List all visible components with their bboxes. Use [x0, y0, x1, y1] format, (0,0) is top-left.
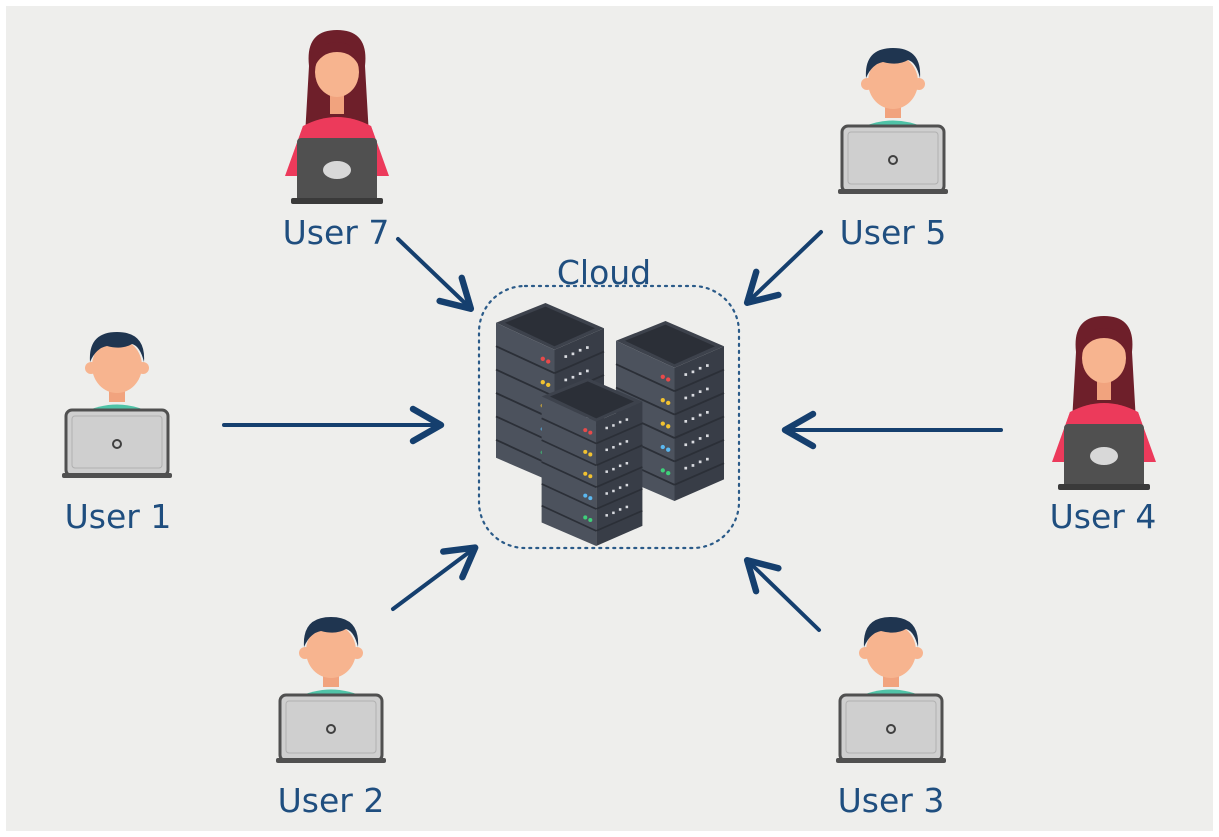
woman-at-laptop-icon	[1052, 316, 1156, 490]
cloud-boundary	[477, 284, 741, 550]
user-3-label: User 3	[837, 781, 945, 820]
server-rack-icon	[495, 303, 725, 546]
diagram-canvas: Cloud User 7 User 5 User 1 User 4 User 2…	[6, 6, 1213, 831]
user-7-label: User 7	[282, 213, 390, 252]
arrow-user3-to-cloud	[743, 557, 821, 632]
cloud-label: Cloud	[556, 253, 652, 292]
woman-at-laptop-icon	[285, 30, 389, 204]
arrow-user7-to-cloud	[396, 237, 475, 312]
user-1-label: User 1	[64, 497, 172, 536]
user-2-label: User 2	[277, 781, 385, 820]
man-at-laptop-icon	[62, 330, 172, 478]
arrow-user2-to-cloud	[391, 544, 479, 611]
arrow-user5-to-cloud	[743, 230, 823, 306]
man-at-laptop-icon	[276, 615, 386, 763]
man-at-laptop-icon	[838, 46, 948, 194]
diagram-svg	[62, 30, 1156, 763]
user-5-label: User 5	[839, 213, 947, 252]
man-at-laptop-icon	[836, 615, 946, 763]
user-4-label: User 4	[1049, 497, 1157, 536]
